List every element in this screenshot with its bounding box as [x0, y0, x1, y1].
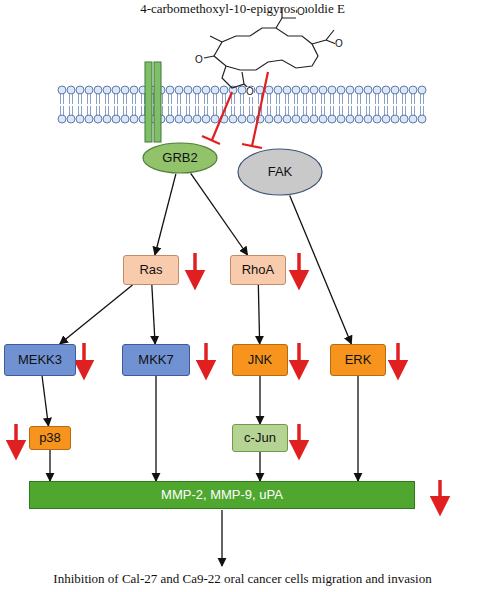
- kinase-box: ERK: [330, 344, 386, 376]
- atom-label: O: [246, 87, 254, 97]
- node-label: RhoA: [242, 263, 275, 277]
- decrease-arrows: [16, 253, 440, 506]
- adaptor-protein: GRB2: [142, 142, 218, 174]
- kinase-box: p38: [29, 426, 71, 450]
- signal-arrow: [290, 195, 352, 344]
- node-label: MKK7: [138, 353, 173, 367]
- molecule-structure: [204, 8, 336, 90]
- node-label: ERK: [345, 353, 372, 367]
- node-label: Ras: [139, 263, 162, 277]
- signal-arrow: [357, 376, 358, 481]
- kinase-protein: FAK: [237, 148, 323, 196]
- kinase-box: MKK7: [122, 344, 190, 376]
- kinase-box: JNK: [232, 344, 288, 376]
- signal-box: RhoA: [230, 255, 286, 285]
- signal-arrow: [152, 285, 155, 344]
- atom-label: O: [335, 39, 343, 49]
- node-label: p38: [39, 431, 61, 445]
- signal-arrow: [60, 285, 133, 344]
- atom-label: O: [297, 7, 305, 17]
- node-label: MEKK3: [18, 353, 62, 367]
- signal-arrow: [155, 174, 176, 255]
- title: 4-carbomethoxyl-10-epigyrosanoldie E: [0, 1, 485, 17]
- signal-arrow: [259, 376, 260, 424]
- node-label: c-Jun: [244, 431, 276, 445]
- signal-arrow: [155, 376, 156, 481]
- target-band: MMP-2, MMP-9, uPA: [29, 481, 415, 509]
- factor-box: c-Jun: [232, 424, 288, 452]
- node-label: GRB2: [162, 151, 197, 165]
- node-label: FAK: [268, 165, 293, 179]
- receptor: [145, 62, 161, 142]
- signal-arrow: [259, 452, 260, 481]
- signal-arrow: [191, 173, 248, 255]
- signal-arrow: [49, 450, 50, 481]
- cell-membrane: [58, 86, 426, 123]
- signal-arrow: [258, 285, 259, 344]
- kinase-box: MEKK3: [4, 344, 76, 376]
- inhibition-lines: [202, 72, 268, 148]
- signal-arrow: [42, 376, 48, 426]
- atom-label: O: [195, 55, 203, 65]
- caption: Inhibition of Cal-27 and Ca9-22 oral can…: [0, 571, 485, 587]
- signal-box: Ras: [123, 255, 179, 285]
- node-label: MMP-2, MMP-9, uPA: [161, 488, 283, 502]
- outcome-arrow: [221, 510, 222, 566]
- node-label: JNK: [248, 353, 273, 367]
